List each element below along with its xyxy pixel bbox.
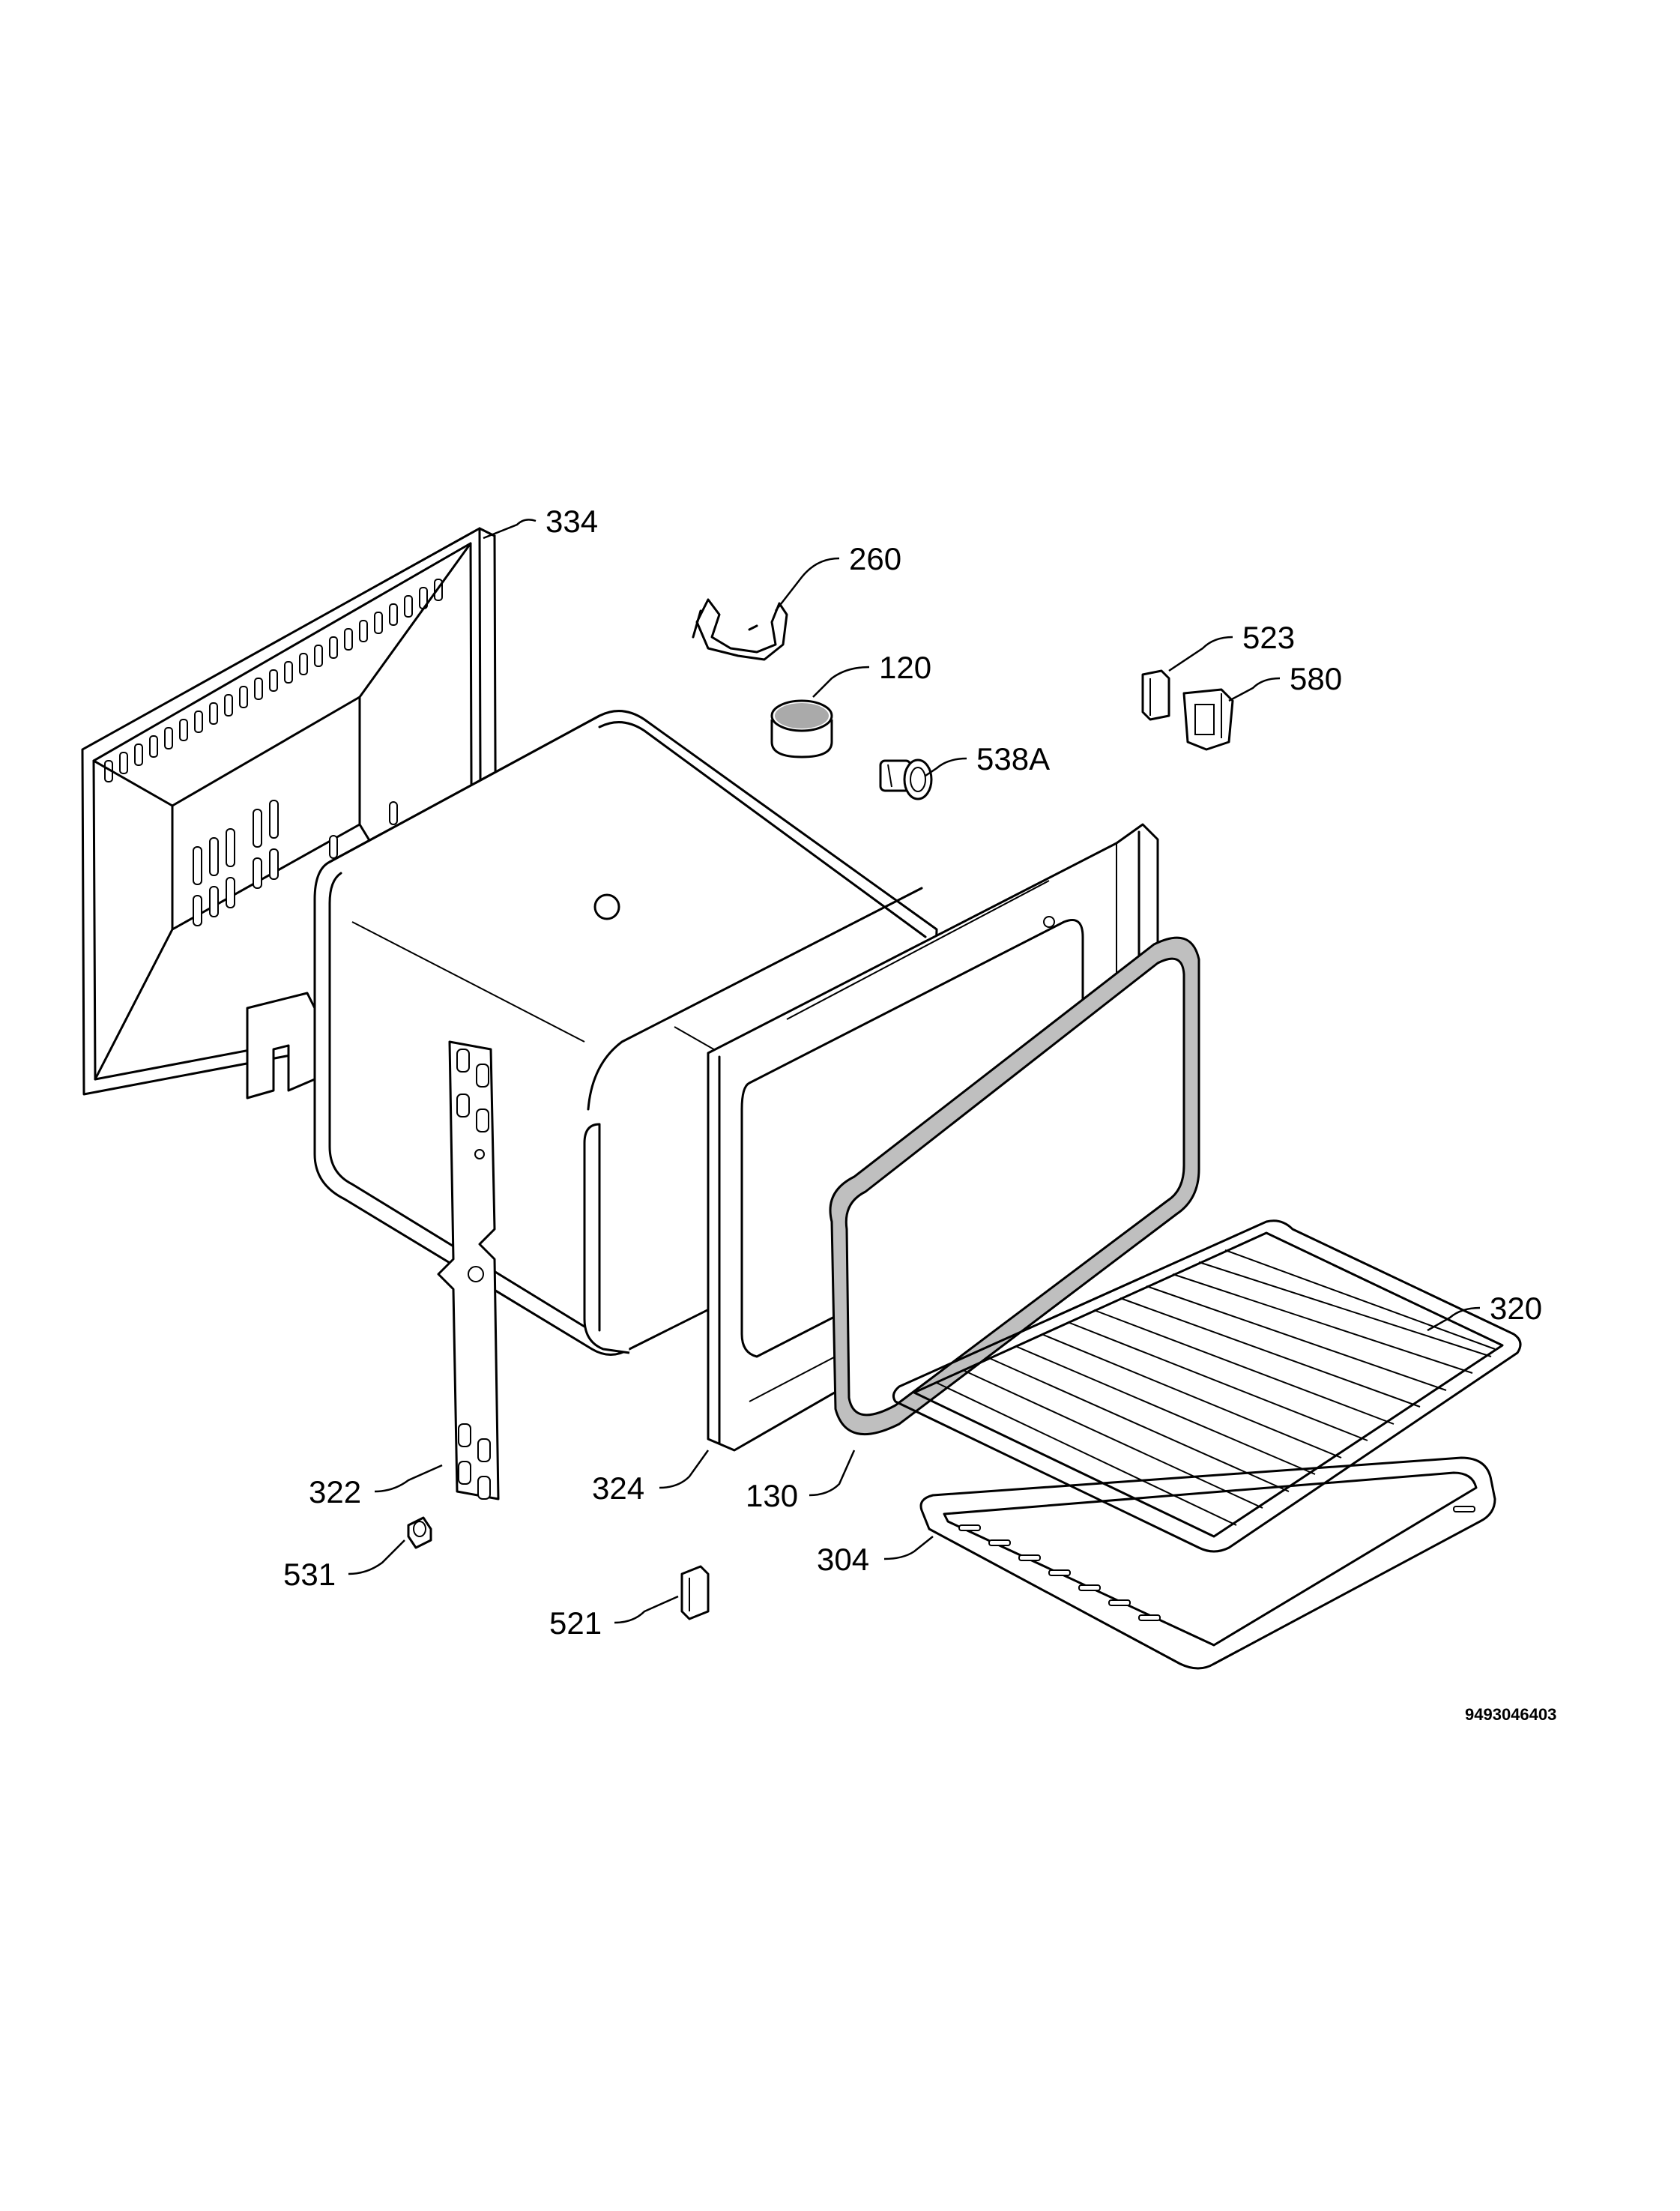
- label-130: 130: [746, 1478, 798, 1513]
- label-531: 531: [283, 1557, 336, 1592]
- screw-531: [407, 1516, 432, 1549]
- back-panel-vent-slots: [104, 579, 443, 782]
- label-304: 304: [817, 1542, 869, 1577]
- label-320: 320: [1490, 1291, 1542, 1326]
- label-521: 521: [549, 1605, 602, 1641]
- wire-shelf-rods: [936, 1249, 1496, 1526]
- cavity-side-bracket: [246, 992, 316, 1100]
- label-538A: 538A: [976, 741, 1050, 776]
- clip-260: [692, 598, 788, 661]
- hinge-receiver-580: [1182, 688, 1234, 751]
- label-120: 120: [879, 650, 931, 685]
- label-260: 260: [849, 541, 901, 576]
- door-gasket-130: [829, 936, 1200, 1436]
- baking-tray-304: [919, 1456, 1496, 1670]
- cover-521: [680, 1565, 710, 1620]
- baking-tray-vent-slots: [958, 1506, 1475, 1621]
- wire-shelf-320: [892, 1219, 1522, 1553]
- label-324: 324: [592, 1471, 644, 1506]
- part-labels: 334 260 120 523 580 538A 320 324 130 322…: [283, 504, 1556, 1724]
- lamp-holder-538A: [879, 758, 933, 800]
- leader-lines: [348, 519, 1481, 1624]
- lamp-filter-120: [770, 699, 833, 758]
- label-334: 334: [546, 504, 598, 539]
- label-322: 322: [309, 1474, 361, 1509]
- hinge-insert-523: [1141, 669, 1170, 721]
- label-523: 523: [1242, 620, 1295, 655]
- side-rail-322: [437, 1040, 500, 1500]
- diagram-code: 9493046403: [1465, 1705, 1556, 1724]
- label-580: 580: [1290, 661, 1342, 696]
- back-panel-center-slots: [193, 800, 398, 926]
- cavity-lamp-hole: [593, 893, 620, 920]
